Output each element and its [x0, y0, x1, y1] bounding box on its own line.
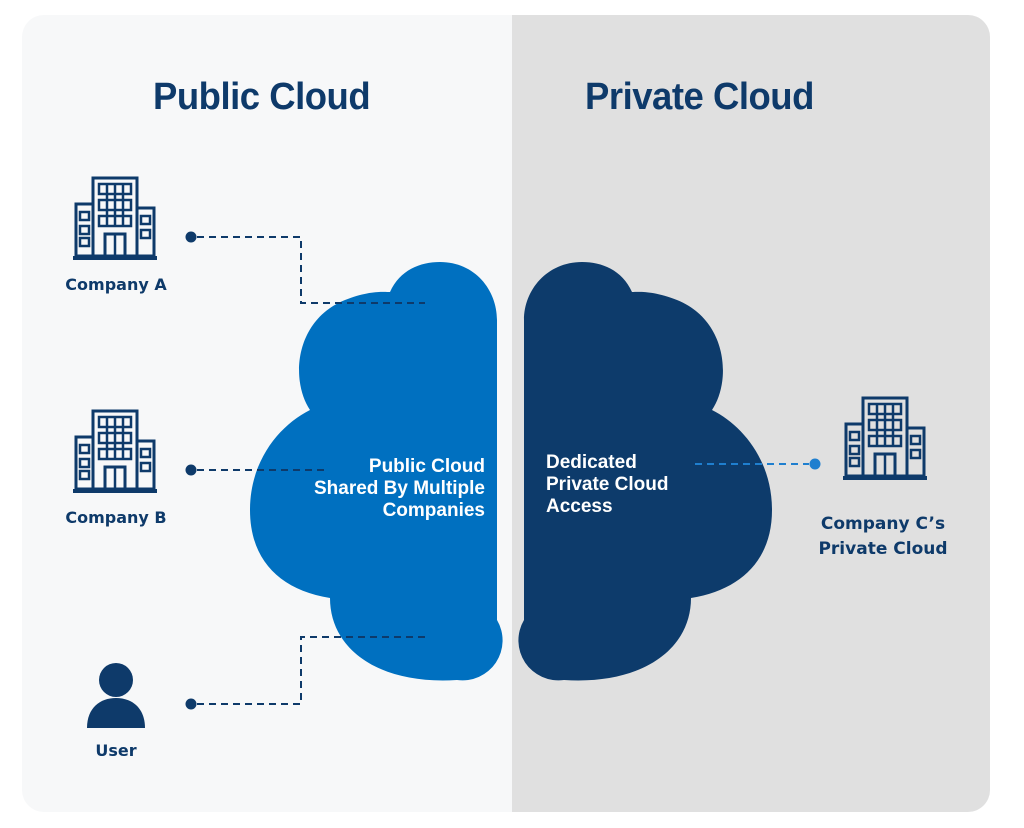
building-icon: [71, 409, 159, 495]
public-cloud-heading: Public Cloud: [153, 76, 371, 118]
private-cloud-shape: [518, 262, 772, 681]
private-cloud-text-line-1: Dedicated: [546, 452, 637, 473]
company-c-label-line-1: Company C’s: [820, 514, 946, 534]
private-cloud-text-line-2: Private Cloud: [546, 474, 669, 496]
company-b-connector: [185, 464, 325, 476]
public-cloud-text-line-3: Companies: [382, 500, 485, 522]
user-connector: [185, 636, 425, 710]
building-icon: [71, 176, 159, 262]
company-c-connector: [695, 458, 821, 470]
public-cloud-text-line-2: Shared By Multiple: [313, 478, 485, 500]
private-cloud-description: Dedicated Private Cloud Access: [546, 452, 746, 519]
company-c-label-line-2: Private Cloud: [818, 538, 948, 559]
public-cloud-shape: [250, 262, 503, 681]
public-cloud-description: Public Cloud Shared By Multiple Companie…: [270, 456, 485, 523]
building-icon: [841, 396, 929, 482]
user-icon: [87, 663, 145, 728]
user-label: User: [95, 741, 137, 760]
private-cloud-text-line-3: Access: [546, 496, 613, 518]
company-a-label: Company A: [65, 275, 167, 294]
private-cloud-heading: Private Cloud: [585, 76, 814, 118]
company-b-label: Company B: [65, 508, 167, 527]
company-a-connector: [185, 231, 425, 304]
company-c-label: Company C’s Private Cloud: [790, 512, 976, 561]
public-cloud-text-line-1: Public Cloud: [368, 456, 485, 477]
